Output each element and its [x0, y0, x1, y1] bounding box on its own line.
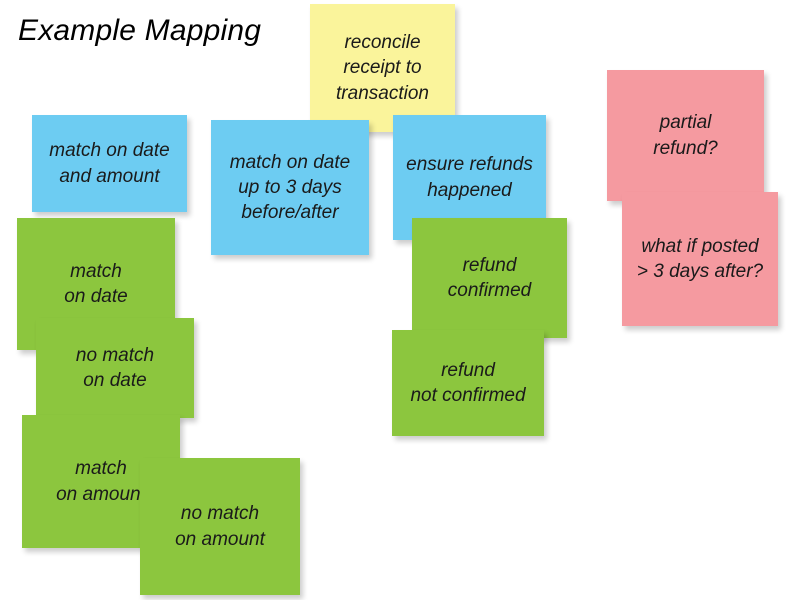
- sticky-note-label: match on date and amount: [49, 140, 170, 187]
- sticky-note-label: ensure refunds happened: [406, 154, 533, 201]
- sticky-note-label: no match on date: [75, 344, 155, 391]
- sticky-note-label: refund not confirmed: [410, 359, 526, 406]
- sticky-note-label: match on amount: [56, 458, 146, 505]
- sticky-note-example-refund-confirmed[interactable]: refund confirmed: [412, 218, 567, 338]
- sticky-note-question-partial-refund[interactable]: partial refund?: [607, 70, 764, 201]
- sticky-note-story[interactable]: reconcile receipt to transaction: [310, 4, 455, 132]
- sticky-note-rule-match-date-3days[interactable]: match on date up to 3 days before/after: [211, 120, 369, 255]
- sticky-note-label: refund confirmed: [447, 254, 532, 301]
- sticky-note-label: match on date up to 3 days before/after: [229, 151, 351, 224]
- sticky-note-example-no-match-on-amount[interactable]: no match on amount: [140, 458, 300, 595]
- sticky-note-label: what if posted > 3 days after?: [636, 235, 764, 282]
- sticky-note-example-no-match-on-date[interactable]: no match on date: [36, 318, 194, 418]
- sticky-note-rule-match-date-amount[interactable]: match on date and amount: [32, 115, 187, 212]
- sticky-note-label: reconcile receipt to transaction: [336, 32, 429, 104]
- sticky-note-label: partial refund?: [653, 112, 718, 159]
- sticky-note-question-posted-3-days-after[interactable]: what if posted > 3 days after?: [622, 192, 778, 326]
- sticky-note-example-refund-not-confirmed[interactable]: refund not confirmed: [392, 330, 544, 436]
- sticky-note-label: no match on amount: [175, 503, 265, 550]
- page-title: Example Mapping: [18, 14, 262, 47]
- sticky-note-label: match on date: [64, 260, 128, 307]
